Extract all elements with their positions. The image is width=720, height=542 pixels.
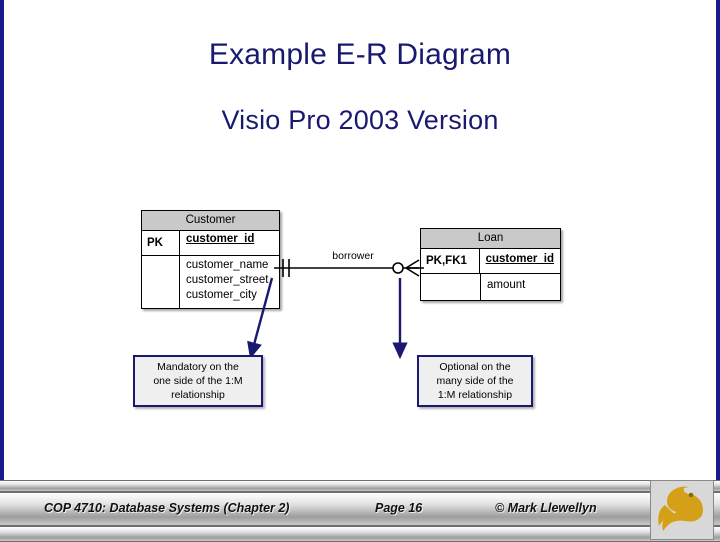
entity-customer-field-customer-city: customer_city — [186, 289, 257, 301]
arrow-to-left-callout — [247, 277, 274, 359]
entity-loan-key-blank — [421, 274, 481, 300]
entity-loan-field-customer-id: customer_id — [485, 253, 554, 265]
pegasus-icon — [658, 486, 703, 531]
page-border-left — [0, 0, 4, 540]
relationship-label: borrower — [318, 250, 388, 262]
callout-right-line2: many side of the — [436, 375, 514, 387]
entity-loan-header: Loan — [421, 229, 560, 249]
entity-customer-header: Customer — [142, 211, 279, 231]
callout-left-line3: relationship — [171, 389, 225, 401]
entity-customer-field-customer-id: customer_id — [186, 233, 255, 245]
callout-left-line1: Mandatory on the — [157, 361, 239, 373]
footer-course-label: COP 4710: Database Systems (Chapter 2) — [44, 501, 290, 515]
page-subtitle: Visio Pro 2003 Version — [221, 105, 499, 135]
relationship-line-svg — [274, 259, 424, 277]
footer-band-middle — [0, 492, 720, 526]
entity-customer-attr-fields: customer_name customer_street customer_c… — [180, 256, 279, 308]
entity-loan-key-pk-fk: PK,FK1 — [421, 249, 480, 273]
entity-customer-pk-fields: customer_id — [180, 231, 279, 255]
footer-band-top — [0, 480, 720, 492]
footer-text-row: COP 4710: Database Systems (Chapter 2) P… — [0, 492, 720, 524]
entity-loan-field-amount: amount — [487, 279, 526, 291]
entity-loan[interactable]: Loan PK,FK1 customer_id amount — [420, 228, 561, 301]
entity-loan-attr-fields: amount — [481, 274, 560, 300]
entity-loan-pk-fields: customer_id — [480, 249, 560, 273]
footer-page-number: Page 16 — [375, 501, 423, 515]
entity-customer[interactable]: Customer PK customer_id customer_name cu… — [141, 210, 280, 309]
callout-right-line1: Optional on the — [439, 361, 511, 373]
callout-mandatory-one[interactable]: Mandatory on the one side of the 1:M rel… — [133, 355, 263, 407]
entity-customer-row-attrs: customer_name customer_street customer_c… — [142, 256, 279, 308]
entity-loan-row-attrs: amount — [421, 274, 560, 300]
callout-left-text: Mandatory on the one side of the 1:M rel… — [149, 360, 246, 402]
page-title: Example E-R Diagram — [208, 38, 512, 71]
entity-customer-key-blank — [142, 256, 180, 308]
callout-optional-many[interactable]: Optional on the many side of the 1:M rel… — [417, 355, 533, 407]
entity-customer-key-pk: PK — [142, 231, 180, 255]
entity-customer-field-customer-street: customer_street — [186, 274, 269, 286]
slide-canvas: Example E-R Diagram Visio Pro 2003 Versi… — [4, 0, 716, 540]
relationship-connector[interactable]: borrower — [274, 250, 424, 286]
entity-customer-row-pk: PK customer_id — [142, 231, 279, 256]
arrow-to-right-callout — [392, 278, 408, 360]
page-border-right — [716, 0, 720, 540]
entity-loan-row-pk: PK,FK1 customer_id — [421, 249, 560, 274]
slide-footer: COP 4710: Database Systems (Chapter 2) P… — [0, 480, 720, 542]
callout-right-line3: 1:M relationship — [437, 389, 513, 401]
footer-copyright: © Mark Llewellyn — [495, 501, 597, 515]
ucf-pegasus-logo — [650, 480, 714, 540]
callout-right-text: Optional on the many side of the 1:M rel… — [432, 360, 517, 402]
callout-left-line2: one side of the 1:M — [153, 375, 243, 387]
entity-customer-field-customer-name: customer_name — [186, 259, 269, 271]
